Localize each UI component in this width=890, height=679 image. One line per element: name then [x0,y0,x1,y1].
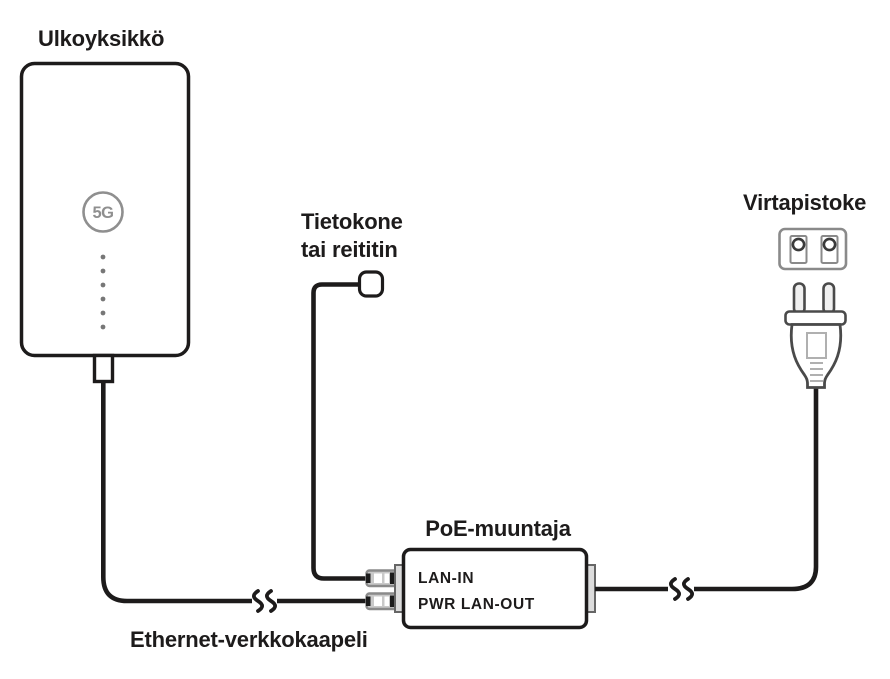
power-plug-label: Virtapistoke [743,190,866,215]
computer-label-line2: tai reititin [301,237,398,262]
poe-converter: PoE-muuntaja LAN-IN PWR LAN-OUT [394,516,596,630]
computer-or-router: Tietokone tai reititin [301,209,403,581]
ethernet-cable-label: Ethernet-verkkokaapeli [130,627,368,652]
computer-connector [357,270,385,298]
poe-converter-body [401,547,589,630]
computer-label-line1: Tietokone [301,209,403,234]
poe-converter-label: PoE-muuntaja [425,516,571,541]
outdoor-unit-cable-port [92,353,115,384]
5g-logo-text: 5G [92,204,113,222]
5g-logo-icon: 5G [82,191,124,233]
rj45-plug-lan-in [365,569,399,588]
poe-port-pwr-lan-out-label: PWR LAN-OUT [418,596,535,613]
poe-port-lan-in-label: LAN-IN [418,570,474,587]
cable-break-icon [252,589,264,613]
cable-break-icon [682,577,694,601]
wall-socket-icon [778,227,848,271]
plug-inner-detail [806,332,827,359]
ethernet-cable-outdoor-to-poe: Ethernet-verkkokaapeli [101,381,368,652]
power-plug-group: Virtapistoke [743,190,866,389]
power-plug-icon [784,282,847,389]
rj45-plug-pwr-lan-out [365,592,399,611]
power-cable-poe-to-plug [595,388,819,601]
plug-body [789,323,843,389]
ethernet-cable-computer-to-poe [311,282,368,581]
plug-strain-relief [810,362,823,382]
led-indicators [100,254,106,330]
cable-break-icon [265,589,277,613]
cable-break-icon [669,577,681,601]
outdoor-unit-label: Ulkoyksikkö [38,26,164,51]
outdoor-unit: Ulkoyksikkö 5G [19,26,191,384]
